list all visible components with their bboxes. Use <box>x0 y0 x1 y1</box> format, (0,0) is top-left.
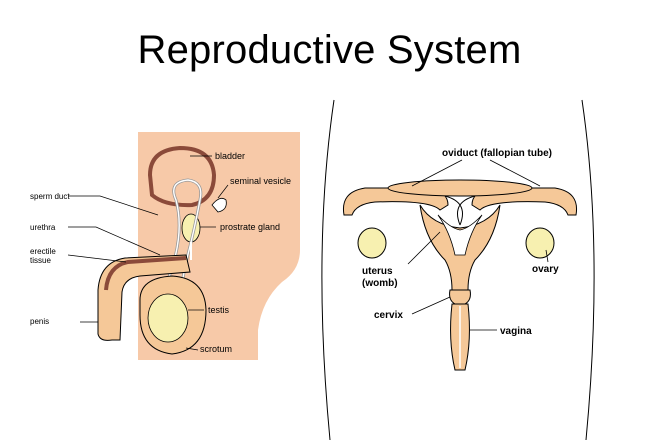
label-vagina: vagina <box>500 326 532 337</box>
label-erectile-line2: tissue <box>30 256 51 265</box>
penis <box>97 254 191 341</box>
female-label-leaders <box>407 159 549 331</box>
label-scrotum: scrotum <box>200 344 232 354</box>
ovary-left <box>357 227 387 259</box>
seminal-vesicle <box>211 197 227 213</box>
female-body-left-outline <box>321 99 335 441</box>
label-uterus-line1: uterus <box>362 266 393 277</box>
male-diagram: bladder seminal vesicle sperm duct ureth… <box>30 132 300 360</box>
label-erectile-line1: erectile <box>30 247 56 256</box>
uterus-cavity <box>437 214 483 256</box>
erectile-tissue <box>104 256 187 291</box>
oviduct-top-band <box>387 179 533 197</box>
label-ovary: ovary <box>532 264 559 275</box>
label-oviduct: oviduct (fallopian tube) <box>442 148 552 159</box>
label-testis: testis <box>208 305 230 315</box>
label-sperm-duct: sperm duct <box>30 192 70 201</box>
bladder <box>147 145 217 208</box>
label-penis: penis <box>30 317 49 326</box>
label-seminal-vesicle: seminal vesicle <box>230 176 291 186</box>
female-diagram: oviduct (fallopian tube) uterus (womb) o… <box>321 99 595 441</box>
male-label-leaders <box>67 155 229 351</box>
female-body-right-outline <box>581 99 595 441</box>
slide-title: Reproductive System <box>137 28 522 72</box>
label-uterus-line2: (womb) <box>362 278 398 289</box>
cervix <box>449 289 471 305</box>
testis <box>147 293 189 343</box>
ovary-right <box>525 227 555 259</box>
label-prostate-gland: prostrate gland <box>220 222 280 232</box>
label-bladder: bladder <box>215 151 245 161</box>
label-cervix: cervix <box>374 310 403 321</box>
label-urethra: urethra <box>30 223 56 232</box>
